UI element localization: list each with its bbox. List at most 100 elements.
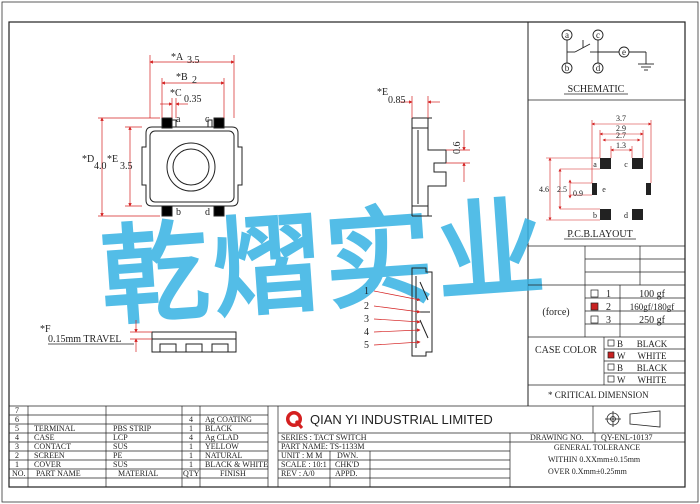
bom-no: 3: [15, 442, 19, 451]
pcb-pin-b: b: [593, 211, 597, 220]
pcb-pin-e: e: [602, 185, 606, 194]
force-checkbox-1[interactable]: [590, 289, 599, 298]
callout-1: 1: [364, 286, 369, 297]
force-label: (force): [542, 307, 569, 318]
travel-label: 0.15mm TRAVEL: [48, 334, 122, 345]
company-name: QIAN YI INDUSTRIAL LIMITED: [310, 412, 493, 427]
bom-row: 7: [15, 406, 19, 415]
tolerance-title: GENERAL TOLERANCE: [554, 443, 640, 452]
case-color-checkbox-4[interactable]: [607, 375, 615, 383]
appd-label: APPD.: [335, 469, 357, 478]
callout-5: 5: [364, 340, 369, 351]
force-num-1: 1: [606, 289, 611, 300]
bom-row: 3 CONTACT SUS 1 YELLOW: [15, 442, 239, 451]
bom-header-qty: QTY: [183, 469, 200, 478]
pin-a-label: a: [176, 114, 181, 125]
bom-finish: YELLOW: [205, 442, 239, 451]
side-dim-e-label: *E: [377, 87, 388, 98]
bom-header-material: MATERIAL: [118, 469, 159, 478]
callout-3: 3: [364, 314, 369, 325]
pcb-dim-1: 3.7: [616, 114, 626, 123]
bom-no: 5: [15, 424, 19, 433]
bom-header-part: PART NAME: [36, 469, 81, 478]
case-color-name-3: BLACK: [637, 363, 668, 373]
pcb-dim-6: 2.5: [557, 185, 567, 194]
force-value-1: 100 gf: [639, 289, 666, 300]
bom-no: 4: [15, 433, 19, 442]
pcb-dim-3: 2.7: [616, 131, 626, 140]
case-color-checkbox-2[interactable]: [607, 351, 615, 359]
drawing-no-value: QY-ENL-10137: [601, 433, 653, 442]
pcb-pin-d: d: [624, 211, 628, 220]
dim-e-label: *E: [107, 154, 118, 165]
series-label: SERIES : TACT SWITCH: [281, 433, 367, 442]
bom-qty: 1: [189, 460, 193, 469]
front-view-dimensions: [130, 320, 152, 352]
pcb-dim-4: 1.3: [616, 141, 626, 150]
pin-d-label: d: [205, 207, 210, 218]
options-table-grid: [528, 245, 685, 386]
section-view: [411, 267, 433, 357]
bom-finish: Ag COATING: [205, 415, 252, 424]
top-view-dimensions: [98, 55, 235, 217]
tolerance-over: OVER 0.Xmm±0.25mm: [548, 467, 628, 476]
callout-4: 4: [364, 327, 369, 338]
force-option-2[interactable]: 2 160gf/180gf: [590, 302, 674, 313]
bom-finish: BLACK & WHITE: [205, 460, 268, 469]
case-color-name-4: WHITE: [638, 375, 667, 385]
bom-qty: 4: [189, 415, 193, 424]
schem-pin-d: d: [596, 63, 601, 73]
bom-material: SUS: [113, 460, 128, 469]
force-num-2: 2: [606, 302, 611, 313]
dim-a-value: 3.5: [187, 55, 200, 66]
company-logo: [286, 411, 304, 429]
dim-c-label: *C: [170, 88, 182, 99]
case-color-checkbox-1[interactable]: [607, 339, 615, 347]
dim-a-label: *A: [171, 52, 184, 63]
schem-pin-e: e: [622, 47, 626, 57]
bom-material: PBS STRIP: [113, 424, 152, 433]
side-dim-e-value: 0.85: [388, 95, 406, 106]
bom-qty: 1: [189, 442, 193, 451]
callout-leaders: [373, 290, 421, 346]
bom-no: 2: [15, 451, 19, 460]
bom-no: 6: [15, 415, 19, 424]
force-checkbox-2[interactable]: [590, 302, 599, 311]
dim-d-label: *D: [82, 154, 94, 165]
bom-material: SUS: [113, 442, 128, 451]
dim-e-value: 3.5: [120, 161, 133, 172]
drawing-no-label: DRAWING NO.: [530, 433, 584, 442]
front-dim-f-label: *F: [40, 324, 51, 335]
unit-label: UNIT : M M: [281, 451, 322, 460]
case-color-option-3[interactable]: B BLACK: [607, 363, 668, 373]
bom-row: 5 TERMINAL PBS STRIP 1 BLACK: [15, 424, 232, 433]
rev-label: REV : A/0: [281, 469, 315, 478]
pcb-layout: [592, 158, 651, 220]
force-option-3[interactable]: 3 250 gf: [590, 315, 666, 326]
pin-b-label: b: [176, 207, 181, 218]
case-color-option-1[interactable]: B BLACK: [607, 339, 668, 349]
pcb-title: P.C.B.LAYOUT: [567, 229, 632, 240]
pcb-dim-7: 0.9: [573, 189, 583, 198]
pcb-dim-2: 2.9: [616, 124, 626, 133]
front-view: [151, 331, 237, 353]
bom-part: COVER: [34, 460, 62, 469]
bom-part: CASE: [34, 433, 55, 442]
case-color-option-4[interactable]: W WHITE: [607, 375, 667, 385]
case-color-name-2: WHITE: [638, 351, 667, 361]
bom-part: CONTACT: [34, 442, 71, 451]
case-color-label: CASE COLOR: [535, 345, 597, 356]
schem-pin-c: c: [596, 30, 600, 40]
bom-part: SCREEN: [34, 451, 65, 460]
case-color-checkbox-3[interactable]: [607, 363, 615, 371]
bom-no: 7: [15, 406, 19, 415]
force-value-3: 250 gf: [639, 315, 666, 326]
bom-qty: 4: [189, 433, 193, 442]
bom-part: TERMINAL: [34, 424, 75, 433]
case-color-option-2[interactable]: W WHITE: [607, 351, 667, 361]
schem-pin-b: b: [565, 63, 570, 73]
force-checkbox-3[interactable]: [590, 315, 599, 324]
force-option-1[interactable]: 1 100 gf: [590, 289, 666, 300]
dim-b-value: 2: [192, 75, 197, 86]
